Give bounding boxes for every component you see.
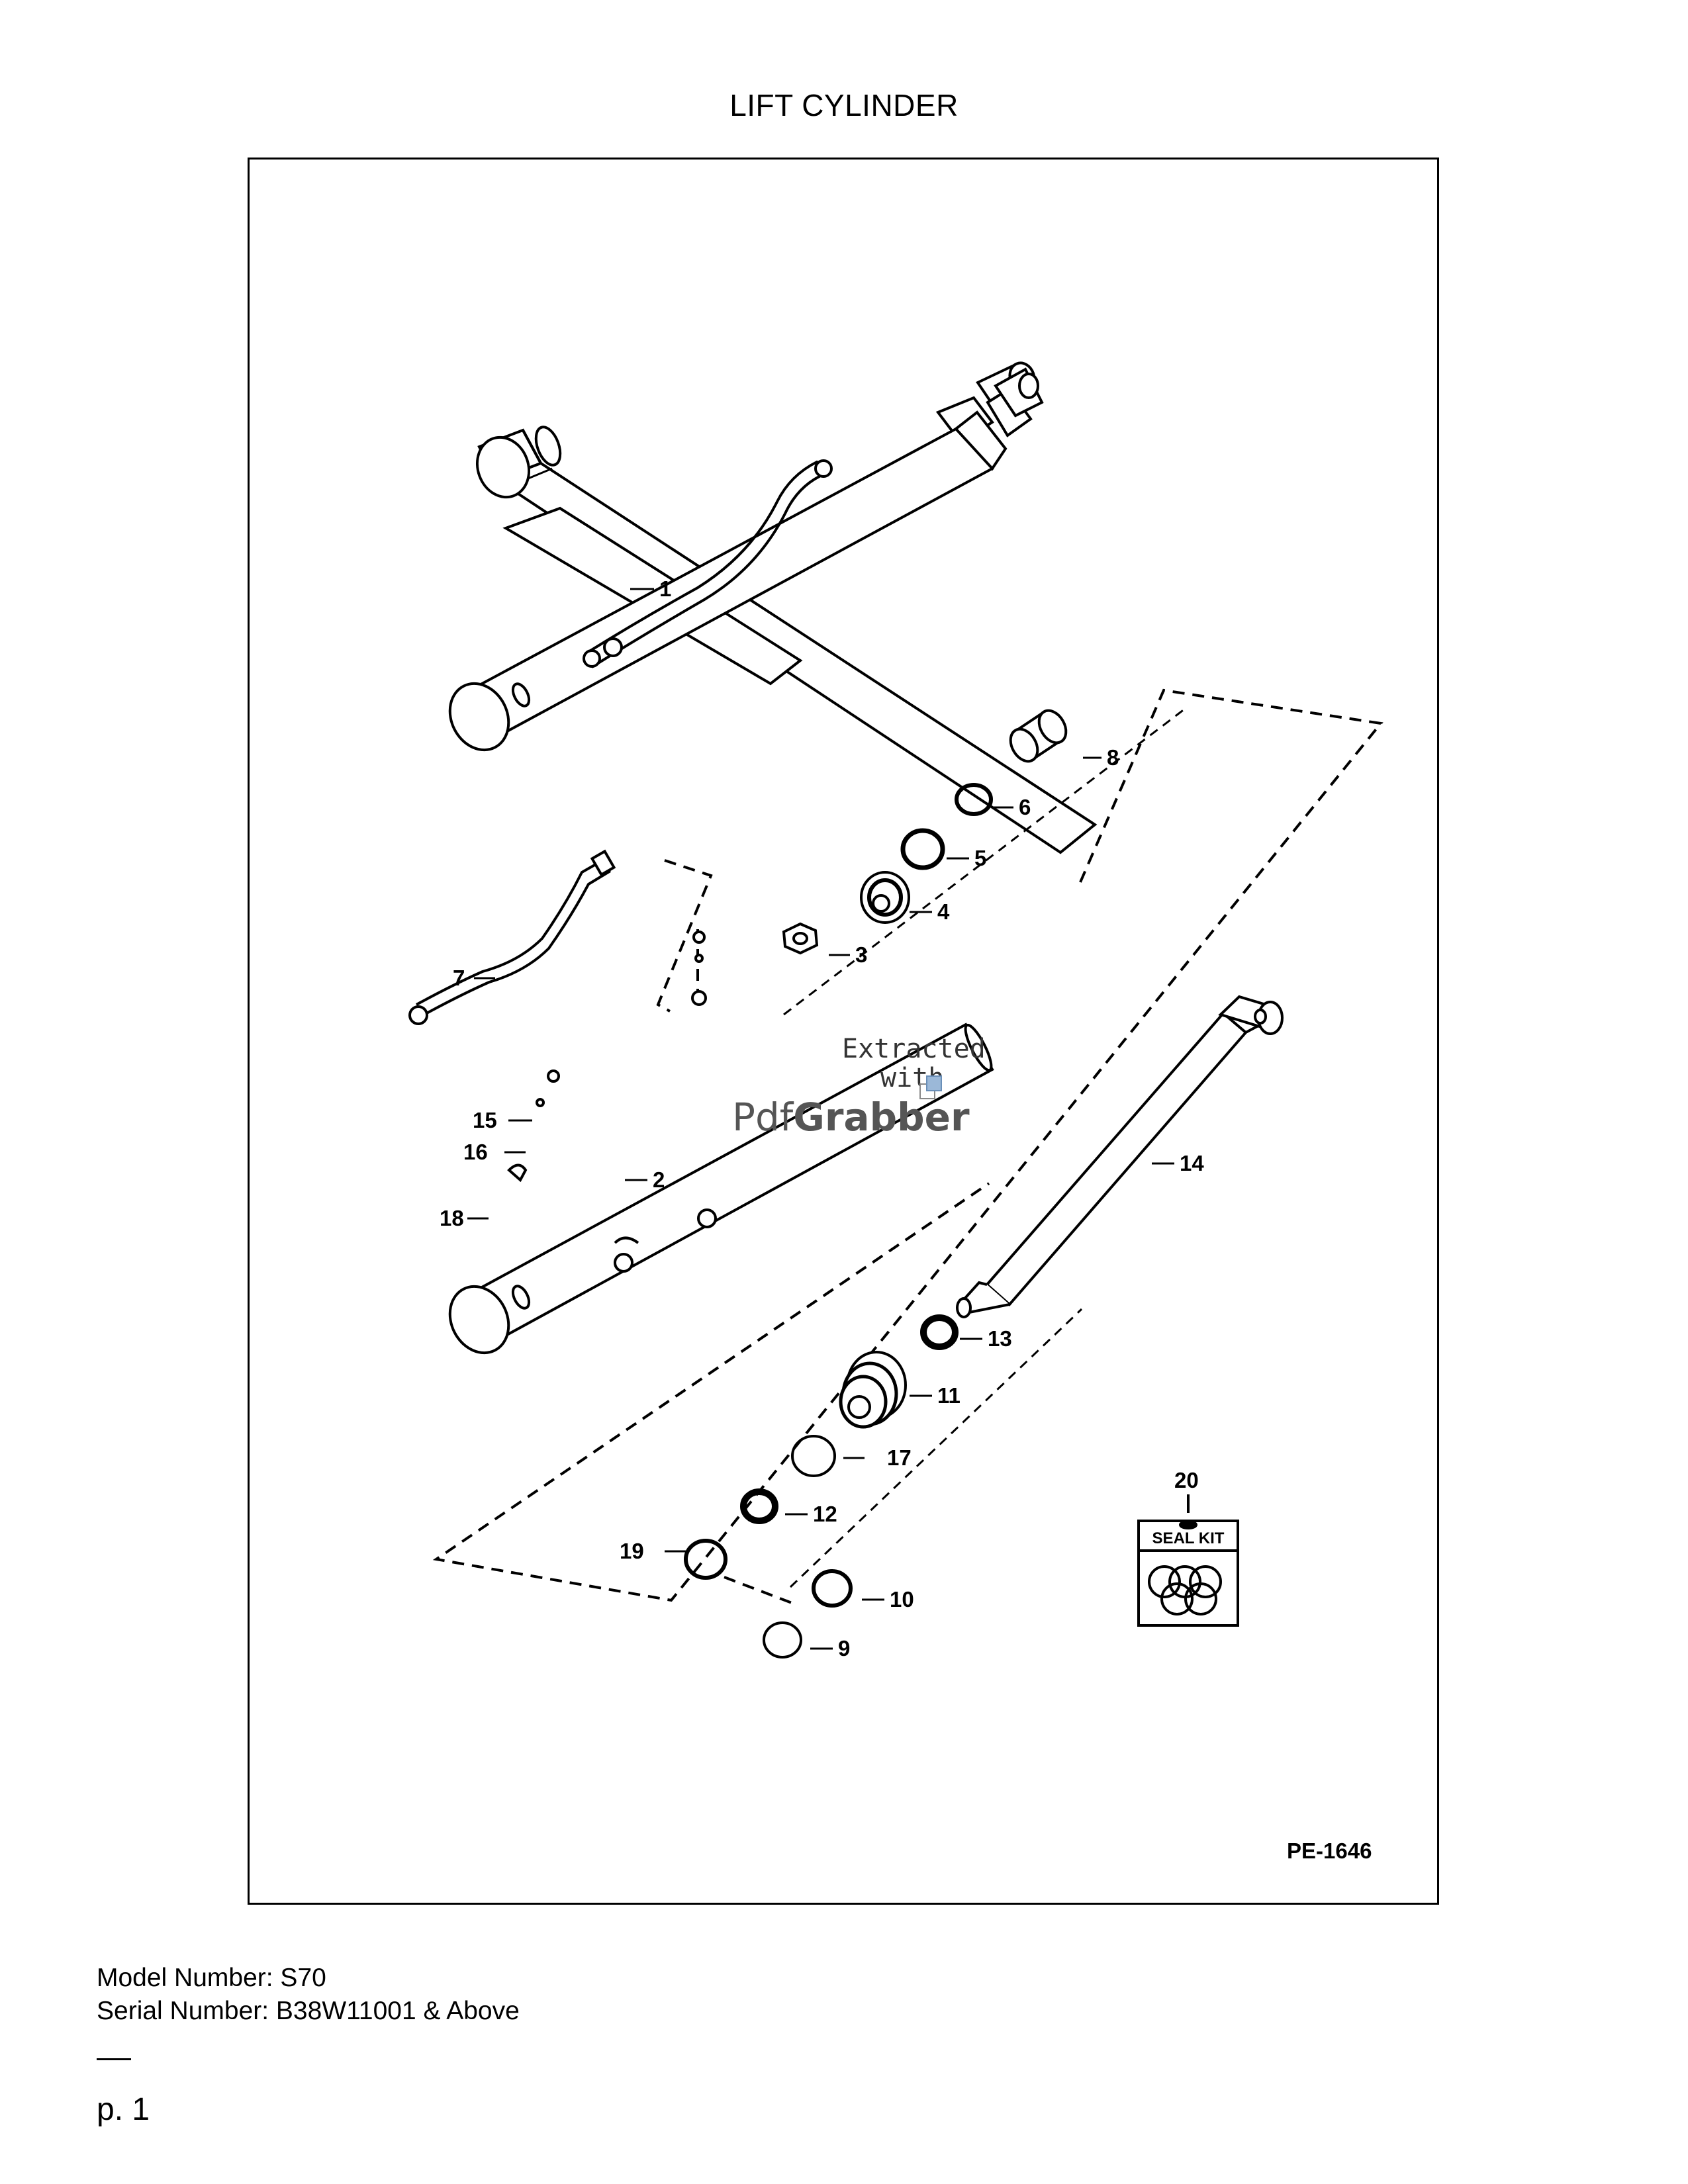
callout-3: 3 — [855, 942, 867, 967]
callout-20: 20 — [1174, 1468, 1199, 1492]
callout-numbers: 1 2 3 4 5 6 7 8 9 10 11 12 13 14 15 16 1… — [440, 576, 1204, 1661]
callout-9: 9 — [838, 1636, 850, 1661]
part-wiper-12 — [740, 1488, 778, 1524]
callout-2: 2 — [653, 1167, 665, 1192]
watermark-brand-a: Pdf — [732, 1095, 794, 1140]
part-o-ring-6 — [955, 783, 993, 816]
part-piston-11 — [839, 1351, 907, 1429]
part-ring-13 — [920, 1314, 959, 1350]
callout-16: 16 — [463, 1140, 488, 1164]
figure-ref: PE-1646 — [1287, 1839, 1372, 1863]
callout-19: 19 — [620, 1539, 644, 1563]
callout-7: 7 — [453, 966, 465, 990]
part-head-4 — [860, 871, 910, 924]
part-ring-19 — [684, 1539, 727, 1580]
callout-14: 14 — [1180, 1151, 1204, 1175]
rod — [956, 995, 1284, 1318]
exploded-parts — [507, 709, 1068, 1659]
pdfgrabber-watermark: Extracted with PdfGrabber — [732, 1034, 986, 1140]
part-washer-16 — [536, 1098, 545, 1107]
assembled-cylinder — [475, 361, 1098, 854]
watermark-brand: PdfGrabber — [732, 1095, 970, 1140]
page-title: LIFT CYLINDER — [729, 88, 959, 122]
part-ring-17 — [791, 1435, 836, 1477]
callout-10: 10 — [890, 1587, 914, 1612]
model-info: Model Number: S70 Serial Number: B38W110… — [97, 1962, 520, 2028]
callout-17: 17 — [887, 1445, 912, 1470]
watermark-brand-b: Grabber — [793, 1095, 970, 1140]
part-fitting-15 — [547, 1069, 560, 1083]
part-bushing — [1009, 709, 1068, 763]
model-number: Model Number: S70 — [97, 1964, 326, 1992]
seal-kit-card — [1137, 1494, 1239, 1627]
callout-12: 12 — [813, 1502, 837, 1526]
tube — [408, 849, 616, 1025]
callout-13: 13 — [988, 1326, 1012, 1351]
assembled-cylinder-body — [448, 367, 1044, 752]
exploded-centerline — [783, 705, 1188, 1588]
watermark-line1: Extracted — [842, 1034, 986, 1064]
callout-11: 11 — [937, 1383, 961, 1408]
callout-5: 5 — [974, 846, 986, 870]
barrel — [448, 1023, 994, 1355]
seal-kit-label: SEAL KIT — [1152, 1529, 1225, 1547]
page-rule — [97, 2058, 131, 2060]
parts-diagram: SEAL KIT 1 2 3 4 5 6 7 8 9 10 11 12 — [408, 361, 1383, 1863]
callout-18: 18 — [440, 1206, 464, 1230]
diagram-frame — [248, 158, 1439, 1905]
part-ring-9 — [763, 1621, 802, 1659]
page-number: p. 1 — [97, 2092, 150, 2127]
part-ring-10 — [812, 1569, 853, 1608]
part-nut-3 — [782, 922, 819, 955]
serial-number: Serial Number: B38W11001 & Above — [97, 1997, 520, 2025]
part-ring-5 — [900, 828, 945, 870]
callout-1: 1 — [659, 576, 671, 601]
callout-4: 4 — [937, 899, 950, 924]
part-elbow-18 — [507, 1163, 528, 1183]
leader-lines — [467, 588, 1174, 1650]
callout-8: 8 — [1107, 745, 1119, 770]
callout-15: 15 — [473, 1108, 497, 1132]
callout-6: 6 — [1019, 795, 1031, 819]
